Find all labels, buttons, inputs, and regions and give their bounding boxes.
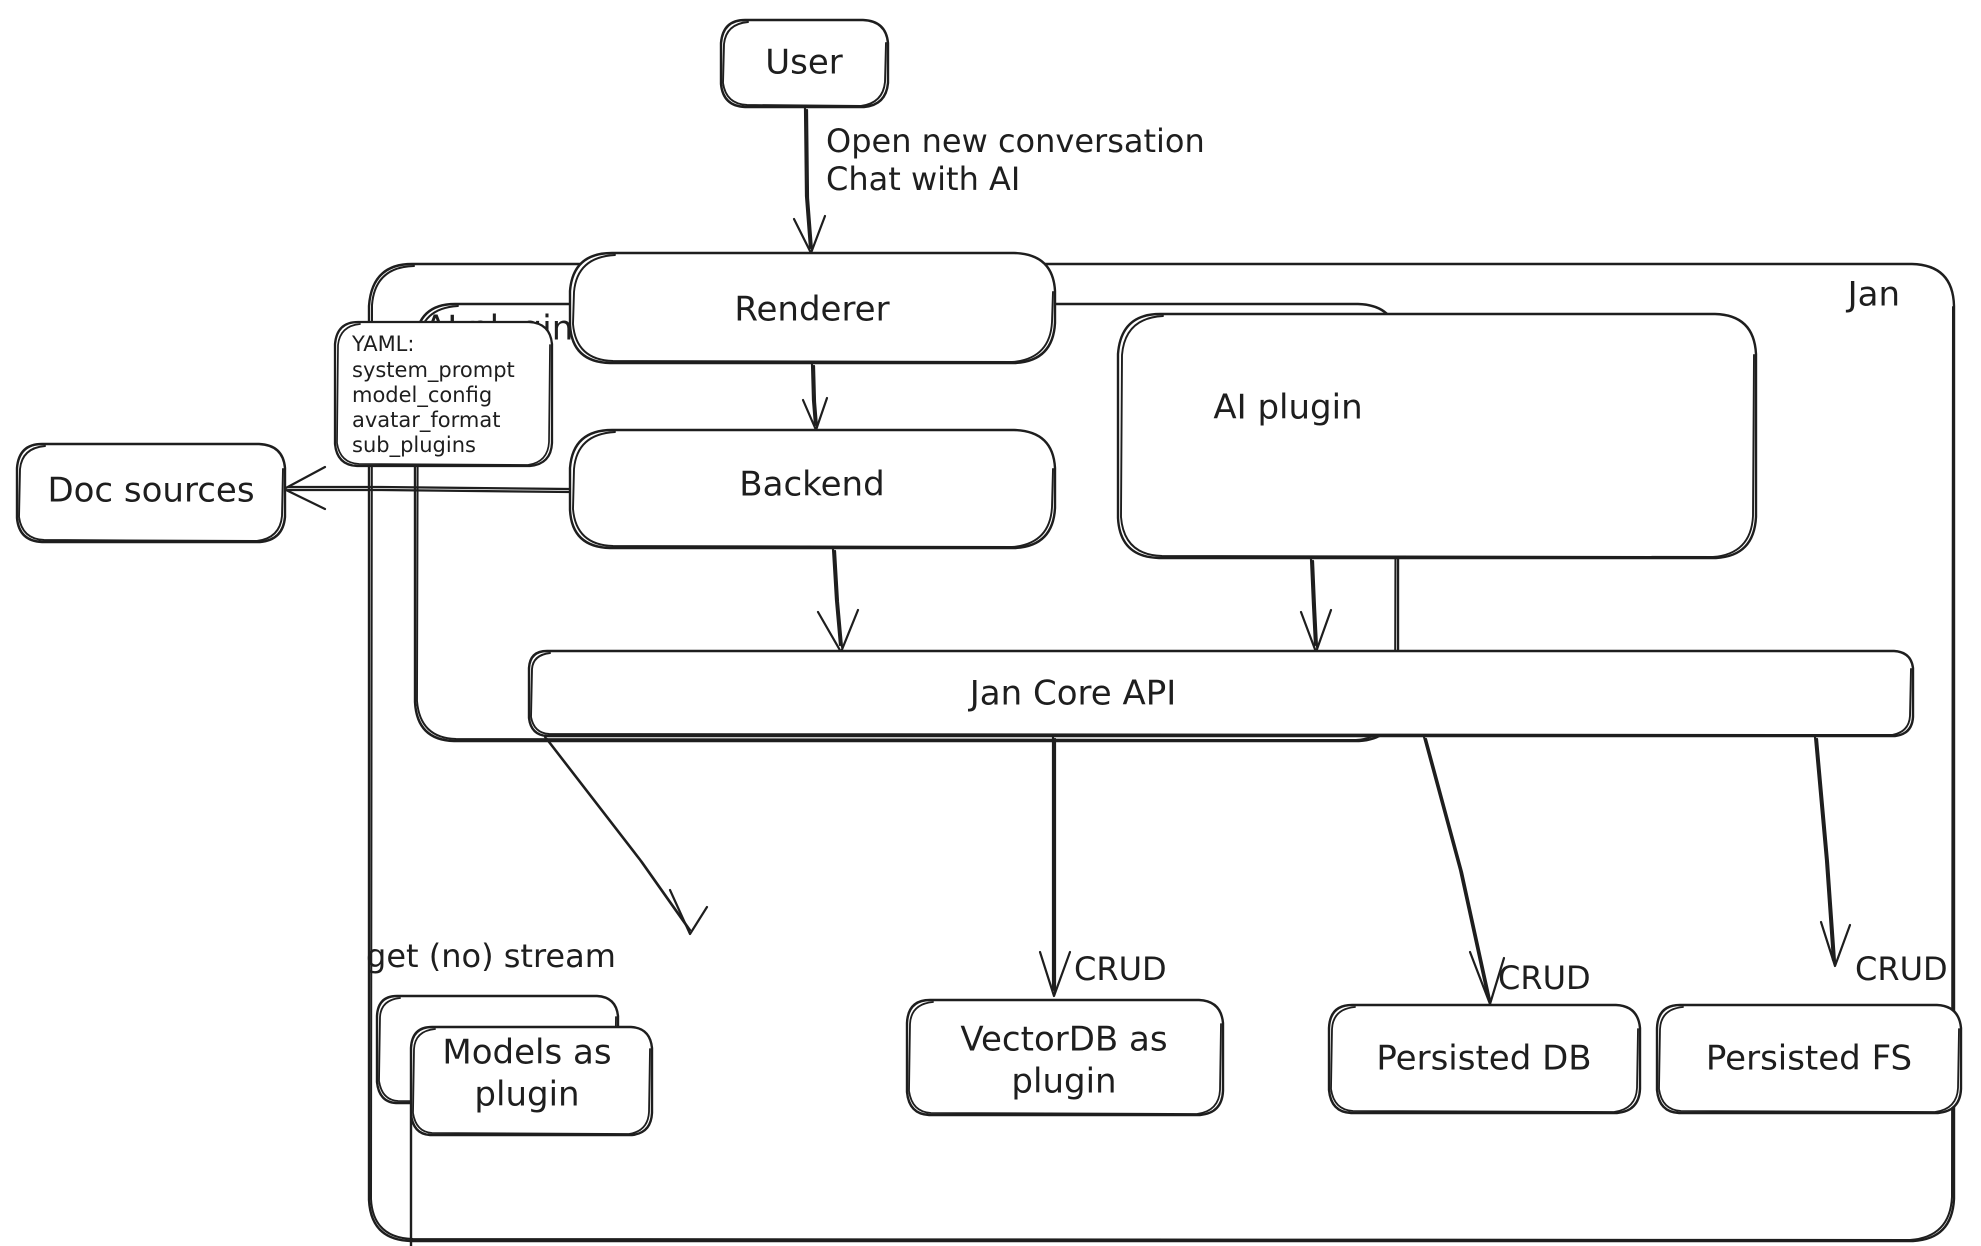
node-backend-label: Backend	[739, 465, 884, 505]
edge-label-get-no-stream: get (no) stream	[366, 937, 616, 975]
node-renderer[interactable]: Renderer	[568, 251, 1057, 365]
edge-label-crud-persisted-fs: CRUD	[1855, 950, 1948, 988]
yaml-item-model-config: model_config	[352, 383, 492, 408]
yaml-heading: YAML:	[351, 332, 414, 356]
node-ai-plugin-right-label: AI plugin	[1213, 388, 1362, 428]
node-jan-core-api[interactable]: Jan Core API	[527, 649, 1915, 738]
group-jan-label: Jan	[1846, 275, 1900, 315]
node-models-as-plugin-label-line2: plugin	[474, 1075, 579, 1115]
edge-label-crud-vectordb: CRUD	[1074, 950, 1167, 988]
node-user[interactable]: User	[719, 18, 890, 109]
edge-label-user-line2: Chat with AI	[826, 160, 1020, 198]
edge-label-user-line1: Open new conversation	[826, 122, 1205, 160]
node-ai-plugin-right[interactable]: AI plugin	[1116, 312, 1758, 560]
node-persisted-db-label: Persisted DB	[1376, 1039, 1591, 1079]
node-backend[interactable]: Backend	[568, 428, 1057, 550]
edge-jan-core-api-to-models: get (no) stream	[366, 735, 709, 975]
node-models-as-plugin-label-line1: Models as	[442, 1033, 611, 1073]
yaml-item-sub-plugins: sub_plugins	[352, 433, 476, 458]
node-user-label: User	[765, 43, 843, 83]
node-models-as-plugin[interactable]: Models as plugin	[375, 994, 654, 1246]
node-persisted-db[interactable]: Persisted DB	[1327, 1003, 1642, 1115]
node-doc-sources[interactable]: Doc sources	[15, 442, 287, 544]
yaml-item-avatar-format: avatar_format	[352, 408, 500, 433]
edge-jan-core-api-to-persisted-db: CRUD	[1422, 735, 1591, 1006]
yaml-item-system-prompt: system_prompt	[352, 358, 515, 383]
node-persisted-fs[interactable]: Persisted FS	[1655, 1003, 1963, 1115]
edge-jan-core-api-to-vectordb: CRUD	[1038, 735, 1167, 998]
node-renderer-label: Renderer	[734, 290, 889, 330]
node-persisted-fs-label: Persisted FS	[1706, 1039, 1912, 1079]
card-yaml-config[interactable]: YAML: system_prompt model_config avatar_…	[333, 320, 554, 468]
edge-label-crud-persisted-db: CRUD	[1498, 959, 1591, 997]
node-vectordb-as-plugin-label-line1: VectorDB as	[960, 1020, 1167, 1060]
node-jan-core-api-label: Jan Core API	[968, 674, 1177, 714]
node-doc-sources-label: Doc sources	[47, 471, 254, 511]
node-vectordb-as-plugin[interactable]: VectorDB as plugin	[905, 998, 1225, 1117]
node-vectordb-as-plugin-label-line2: plugin	[1011, 1062, 1116, 1102]
edge-jan-core-api-to-persisted-fs: CRUD	[1813, 735, 1948, 988]
edge-user-to-renderer: Open new conversation Chat with AI	[792, 106, 1205, 255]
